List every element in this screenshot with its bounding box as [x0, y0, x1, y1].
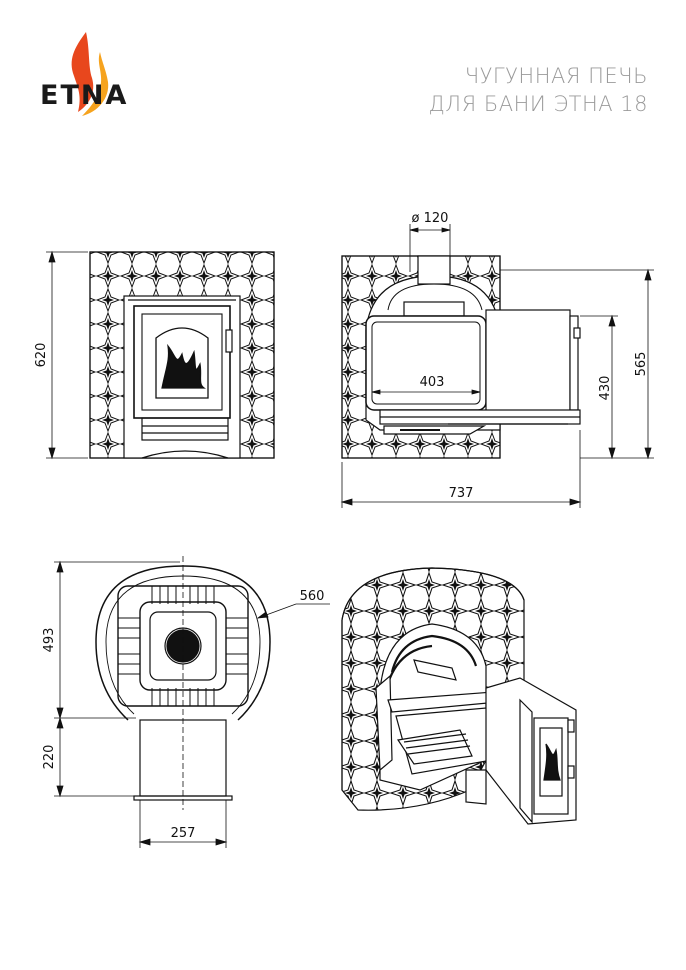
side-view — [341, 255, 581, 459]
dim-label-257: 257 — [171, 826, 196, 841]
dimension-side-heights — [500, 268, 654, 460]
side-tunnel — [485, 309, 571, 415]
dim-label-620: 620 — [34, 343, 49, 368]
dim-label-403: 403 — [420, 375, 445, 390]
dim-label-493: 493 — [42, 628, 57, 653]
dim-label-560: 560 — [300, 589, 325, 604]
dimension-firebox-depth — [371, 389, 481, 395]
title-line-2: ДЛЯ БАНИ ЭТНА 18 — [428, 92, 648, 116]
dimension-total-length — [340, 430, 582, 508]
dimension-tunnel-width — [138, 800, 228, 848]
page-title: ЧУГУННАЯ ПЕЧЬ ДЛЯ БАНИ ЭТНА 18 — [429, 62, 649, 118]
isometric-view — [341, 567, 577, 825]
dimension-flue — [409, 224, 451, 272]
dim-label-565: 565 — [634, 352, 649, 377]
dimension-top-width — [256, 603, 330, 619]
dimension-front-height — [46, 250, 88, 460]
front-view — [89, 251, 275, 459]
side-firebox — [365, 315, 487, 411]
brand-logo: ETNA — [38, 30, 158, 130]
dimension-top-depths — [54, 560, 180, 798]
brand-name: ETNA — [40, 80, 129, 111]
dim-label-430: 430 — [598, 376, 613, 401]
dim-label-220: 220 — [42, 745, 57, 770]
side-flue — [417, 255, 451, 285]
flame-emblem — [161, 343, 206, 389]
dim-label-737: 737 — [449, 486, 474, 501]
dim-label-flue: ø 120 — [412, 211, 449, 226]
top-view — [95, 556, 271, 810]
flame-icon — [71, 32, 109, 116]
title-line-1: ЧУГУННАЯ ПЕЧЬ — [464, 64, 648, 88]
